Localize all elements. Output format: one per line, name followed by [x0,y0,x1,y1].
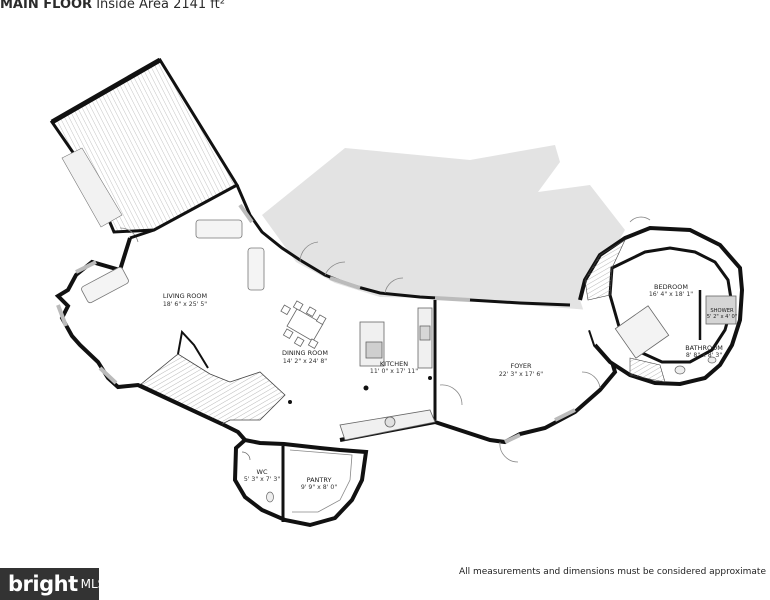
deck [49,57,240,234]
shower-dims: 5' 2" x 4' 0" [707,314,738,320]
kitchen-dims: 11' 0" x 17' 11" [370,368,418,375]
floor-header: MAIN FLOOR Inside Area 2141 ft² [0,0,225,12]
bedroom-label: BEDROOM [654,283,688,291]
bathroom-label: BATHROOM [685,344,723,352]
room-labels: LIVING ROOM 18' 6" x 25' 5" DINING ROOM … [163,283,737,491]
column-dot [363,385,369,391]
kitchen-counters [339,307,436,441]
living-room-label: LIVING ROOM [163,292,207,300]
logo-brand: bright [8,572,78,596]
shower-label: SHOWER [710,308,734,314]
foyer-label: FOYER [510,362,532,370]
brightmls-logo: bright MLS [0,568,105,600]
column-dot [428,376,432,380]
living-room-dims: 18' 6" x 25' 5" [163,301,207,308]
exterior-terrace [262,145,625,310]
door-swings [119,216,651,463]
disclaimer-text: All measurements and dimensions must be … [458,567,766,577]
wc-dims: 5' 3" x 7' 3" [244,476,281,483]
kitchen-label: KITCHEN [380,360,408,368]
logo-suffix: MLS [80,577,106,591]
bedroom-wing [578,225,745,387]
pantry-label: PANTRY [307,476,332,484]
floor-area: Inside Area 2141 ft² [96,0,225,12]
bedroom-dims: 16' 4" x 18' 1" [649,291,693,298]
bottom-wing [232,437,369,528]
living-room-furniture [81,219,265,304]
windows [56,203,576,444]
floor-title: MAIN FLOOR [0,0,93,12]
dining-room-label: DINING ROOM [282,349,328,357]
dining-room-dims: 14' 2" x 24' 8" [283,358,327,365]
column-dot [288,400,292,404]
pantry-dims: 9' 9" x 8' 0" [301,484,338,491]
dining-table [280,300,327,350]
interior-walls [129,228,437,420]
foyer-dims: 22' 3" x 17' 6" [499,371,543,378]
main-staircase [139,329,286,426]
bathroom-dims: 8' 8" x 8' 3" [686,352,723,359]
wc-label: WC [257,468,268,476]
